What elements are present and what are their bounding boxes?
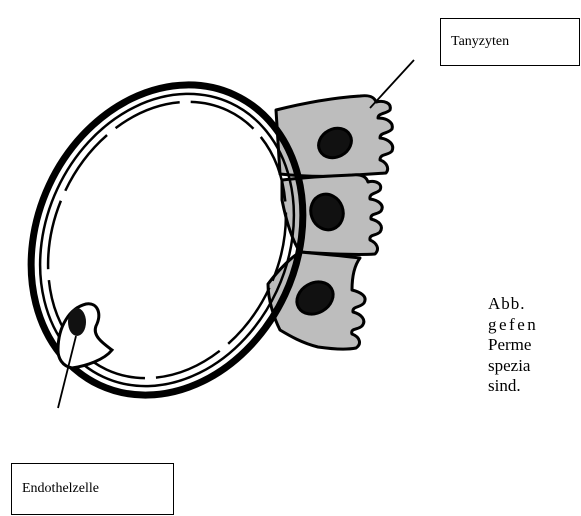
caption-line: Perme: [488, 335, 581, 356]
label-tanyzyten: Tanyzyten: [440, 18, 580, 66]
endothelial-nucleus: [68, 308, 86, 336]
caption-line: gefen: [488, 315, 581, 336]
label-endothelzelle: Endothelzelle: [11, 463, 174, 515]
vessel-outer-wall: [0, 40, 352, 440]
capillary-vessel: [0, 40, 352, 440]
pointer-line-tanyzyten: [370, 60, 414, 108]
caption-line: Abb.: [488, 294, 581, 315]
caption-line: spezia: [488, 356, 581, 377]
figure-caption: Abb. gefen Perme spezia sind.: [488, 294, 581, 397]
caption-line: sind.: [488, 376, 581, 397]
endothelial-cell-body: [58, 304, 112, 368]
